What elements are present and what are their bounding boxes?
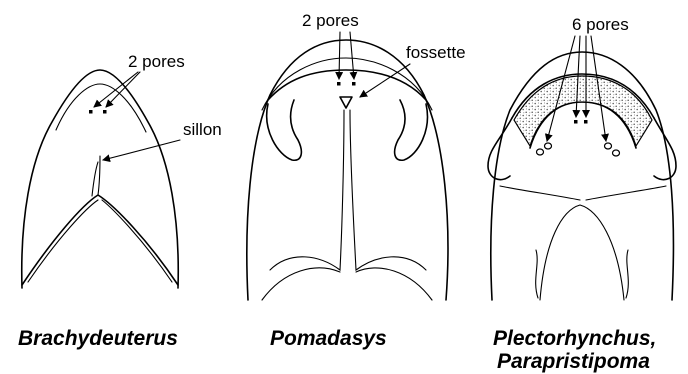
pomadasys-pores-label: 2 pores [302,11,359,30]
panel-brachydeuterus: 2 pores sillon Brachydeuterus [18,52,222,350]
plectorhynchus-pore-2 [584,120,588,124]
brachydeuterus-pore-right [103,110,107,114]
plectorhynchus-pore-6 [613,150,620,156]
plectorhynchus-genus-label-line-2: Parapristipoma [497,350,650,373]
plectorhynchus-genus-label-line-1: Plectorhynchus, [493,327,656,350]
brachydeuterus-groove-label: sillon [183,120,222,139]
pomadasys-pore-left [337,82,341,86]
plectorhynchus-pores-label: 6 pores [572,15,629,34]
panel-plectorhynchus: 6 pores Plectorhynchus, Parapristipoma [488,15,676,373]
plectorhynchus-pore-5 [605,143,612,149]
pomadasys-pore-pointer-right [350,32,354,79]
pomadasys-fossette [340,97,352,108]
brachydeuterus-genus-label: Brachydeuterus [18,327,178,350]
brachydeuterus-pore-left [89,110,93,114]
brachydeuterus-groove-pointer [103,140,180,160]
plectorhynchus-chin-outline [488,52,676,300]
plectorhynchus-pore-4 [537,149,544,155]
pomadasys-fossette-label: fossette [406,43,466,62]
pomadasys-pore-pointer-left [339,32,340,79]
pomadasys-genus-label: Pomadasys [270,327,387,350]
plectorhynchus-pore-1 [574,120,578,124]
pomadasys-pore-right [352,82,356,86]
brachydeuterus-pores-label: 2 pores [128,52,185,71]
pomadasys-fossette-pointer [360,64,410,97]
panel-pomadasys: 2 pores fossette Pomadasys [247,11,466,350]
plectorhynchus-pore-3 [545,143,552,149]
pomadasys-chin-outline [247,40,448,300]
